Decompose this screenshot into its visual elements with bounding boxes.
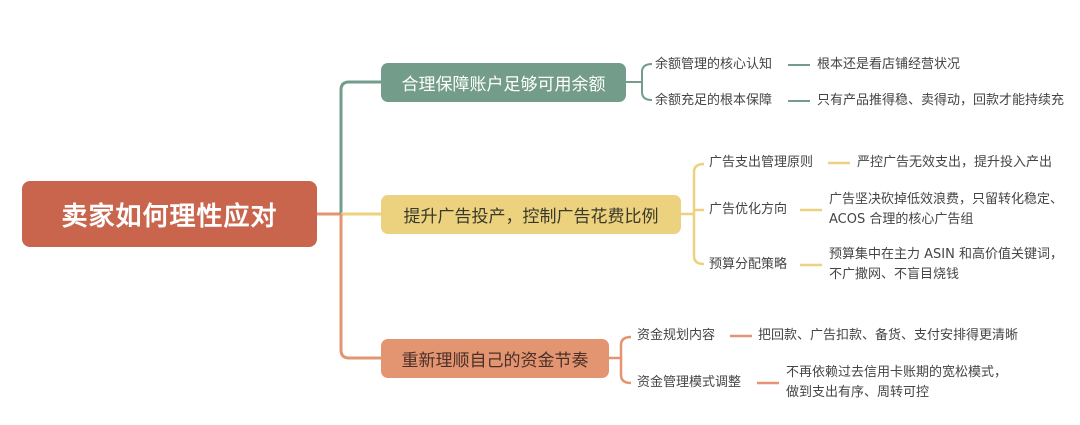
leaf-description: 预算集中在主力 ASIN 和高价值关键词， xyxy=(829,247,1063,262)
leaf-node[interactable]: 资金管理模式调整 xyxy=(637,375,742,390)
leaf-description: 不广撒网、不盲目烧钱 xyxy=(829,267,960,282)
leaf-node[interactable]: 资金规划内容 xyxy=(637,328,716,343)
branch-label: 重新理顺自己的资金节奏 xyxy=(401,351,589,371)
leaf-description: ACOS 合理的核心广告组 xyxy=(829,212,974,227)
root-node[interactable]: 卖家如何理性应对 xyxy=(22,181,317,247)
leaf-description: 严控广告无效支出，提升投入产出 xyxy=(857,155,1053,170)
leaf-description: 把回款、广告扣款、备货、支付安排得更清晰 xyxy=(758,328,1019,343)
leaf-description: 根本还是看店铺经营状况 xyxy=(817,57,961,72)
leaf-node[interactable]: 余额管理的核心认知 xyxy=(655,57,773,72)
leaf-description: 做到支出有序、周转可控 xyxy=(786,385,930,400)
branch-label: 提升广告投产，控制广告花费比例 xyxy=(403,207,659,227)
root-label: 卖家如何理性应对 xyxy=(61,201,278,232)
leaf-description: 广告坚决砍掉低效浪费，只留转化稳定、 xyxy=(829,192,1064,207)
leaf-node[interactable]: 余额充足的根本保障 xyxy=(655,93,773,108)
leaf-description: 只有产品推得稳、卖得动，回款才能持续充 xyxy=(817,93,1065,108)
leaf-node[interactable]: 广告支出管理原则 xyxy=(709,155,814,170)
leaf-node[interactable]: 预算分配策略 xyxy=(709,257,788,272)
leaf-node[interactable]: 广告优化方向 xyxy=(709,202,788,217)
branch-node-advertising[interactable]: 提升广告投产，控制广告花费比例 xyxy=(381,195,681,234)
leaf-description: 不再依赖过去信用卡账期的宽松模式， xyxy=(786,365,1008,380)
branch-node-balance[interactable]: 合理保障账户足够可用余额 xyxy=(381,63,626,102)
branch-label: 合理保障账户足够可用余额 xyxy=(401,75,606,95)
branch-node-cashflow[interactable]: 重新理顺自己的资金节奏 xyxy=(381,339,609,378)
